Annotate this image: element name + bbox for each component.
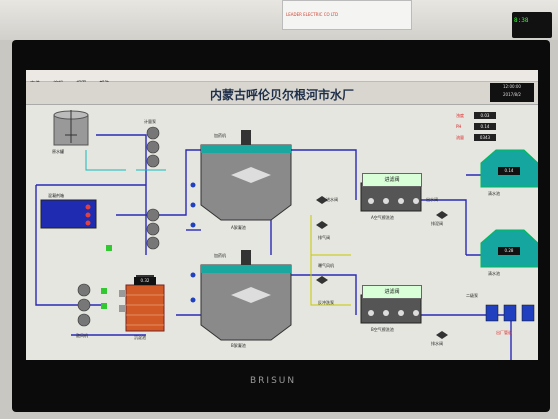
dosing-pumps-label: 计量泵 xyxy=(144,119,156,124)
turbidity-readout: 0.03 xyxy=(474,112,496,119)
clear-water-2-label: 清水池 xyxy=(488,271,500,276)
mixer-a-label: 加药机 xyxy=(214,133,226,138)
ph-label: PH xyxy=(456,124,462,129)
filter-b-icon xyxy=(360,294,422,324)
filter-b-header: 进滤阀 xyxy=(362,285,422,299)
wall-background xyxy=(0,0,558,40)
filter-a-icon xyxy=(360,182,422,212)
page-title: 内蒙古呼伦贝尔根河市水厂 xyxy=(209,88,354,102)
process-diagram: 原水罐 计量泵 混凝剂箱 鼓风机 沉淀池 A絮凝池 B絮凝池 加药机 加药机 进… xyxy=(26,105,538,360)
title-bar: 内蒙古呼伦贝尔根河市水厂 xyxy=(26,82,538,105)
level-1-readout: 0.14 xyxy=(498,167,520,175)
ph-readout: 0.14 xyxy=(474,123,496,130)
high-pumps-label: 二级泵 xyxy=(466,293,478,298)
aeration-label[interactable]: 曝气风机 xyxy=(318,263,334,268)
wall-clock xyxy=(512,12,552,38)
scada-screen: 文件 编辑 视图 帮助 内蒙古呼伦贝尔根河市水厂 12:00:00 2017/8… xyxy=(26,70,538,360)
wall-clock-text: 8:38 xyxy=(514,17,529,24)
status-indicators xyxy=(101,245,126,312)
mixer-b-label: 加药机 xyxy=(214,253,226,258)
clock-panel: 12:00:00 2017/8/2 xyxy=(490,83,534,102)
output-label: 出厂管道 xyxy=(496,330,512,335)
chemical-lines xyxy=(85,150,166,171)
blower-label: 鼓风机 xyxy=(76,333,88,338)
sludge-valve-label[interactable]: 排泥阀 xyxy=(431,221,443,226)
air-valve-label[interactable]: 排气阀 xyxy=(318,235,330,240)
clock-date: 2017/8/2 xyxy=(503,92,521,97)
menu-bar: 文件 编辑 视图 帮助 xyxy=(26,70,538,87)
pac-tank-label: 混凝剂箱 xyxy=(48,193,64,198)
wall-sign-text: LEADER ELECTRIC CO LTD xyxy=(286,12,339,17)
reactor-b-label: B絮凝池 xyxy=(231,343,246,348)
boiler-readout: 0.32 xyxy=(134,277,156,285)
pac-tank-icon xyxy=(40,199,97,229)
level-2-readout: 0.28 xyxy=(498,247,520,255)
blower-indicators xyxy=(190,182,196,303)
reactor-a-icon xyxy=(200,130,292,221)
filter-a-label: A空气擦洗池 xyxy=(371,215,394,220)
raw-tank-label: 原水罐 xyxy=(52,149,64,154)
valve-b-label[interactable]: 出水阀 xyxy=(426,197,438,202)
drain-label[interactable]: 排水阀 xyxy=(431,341,443,346)
flow-readout: 0343 xyxy=(474,134,496,141)
filter-a-header: 进滤阀 xyxy=(362,173,422,187)
valve-a-label[interactable]: 进水阀 xyxy=(326,197,338,202)
dosing-pump-icons xyxy=(77,126,160,327)
process-diagram-svg xyxy=(35,110,538,360)
high-pump-icons xyxy=(485,304,535,322)
raw-water-tank-icon xyxy=(53,110,89,146)
pipe-network xyxy=(35,134,512,360)
reactor-a-label: A絮凝池 xyxy=(231,225,246,230)
wall-sign xyxy=(282,0,412,30)
flow-label: 流量 xyxy=(456,135,464,140)
clock-time: 12:00:00 xyxy=(503,84,521,89)
valve-icons xyxy=(316,196,448,339)
turbidity-label: 浊度 xyxy=(456,113,464,118)
clear-water-1-label: 清水池 xyxy=(488,191,500,196)
air-lines xyxy=(310,215,351,306)
reactor-b-icon xyxy=(200,250,292,341)
monitor-brand: BRISUN xyxy=(250,376,297,386)
backwash-label[interactable]: 反冲洗泵 xyxy=(318,300,334,305)
filter-b-label: B空气擦洗池 xyxy=(371,327,394,332)
sludge-pit-label: 沉淀池 xyxy=(134,335,146,340)
